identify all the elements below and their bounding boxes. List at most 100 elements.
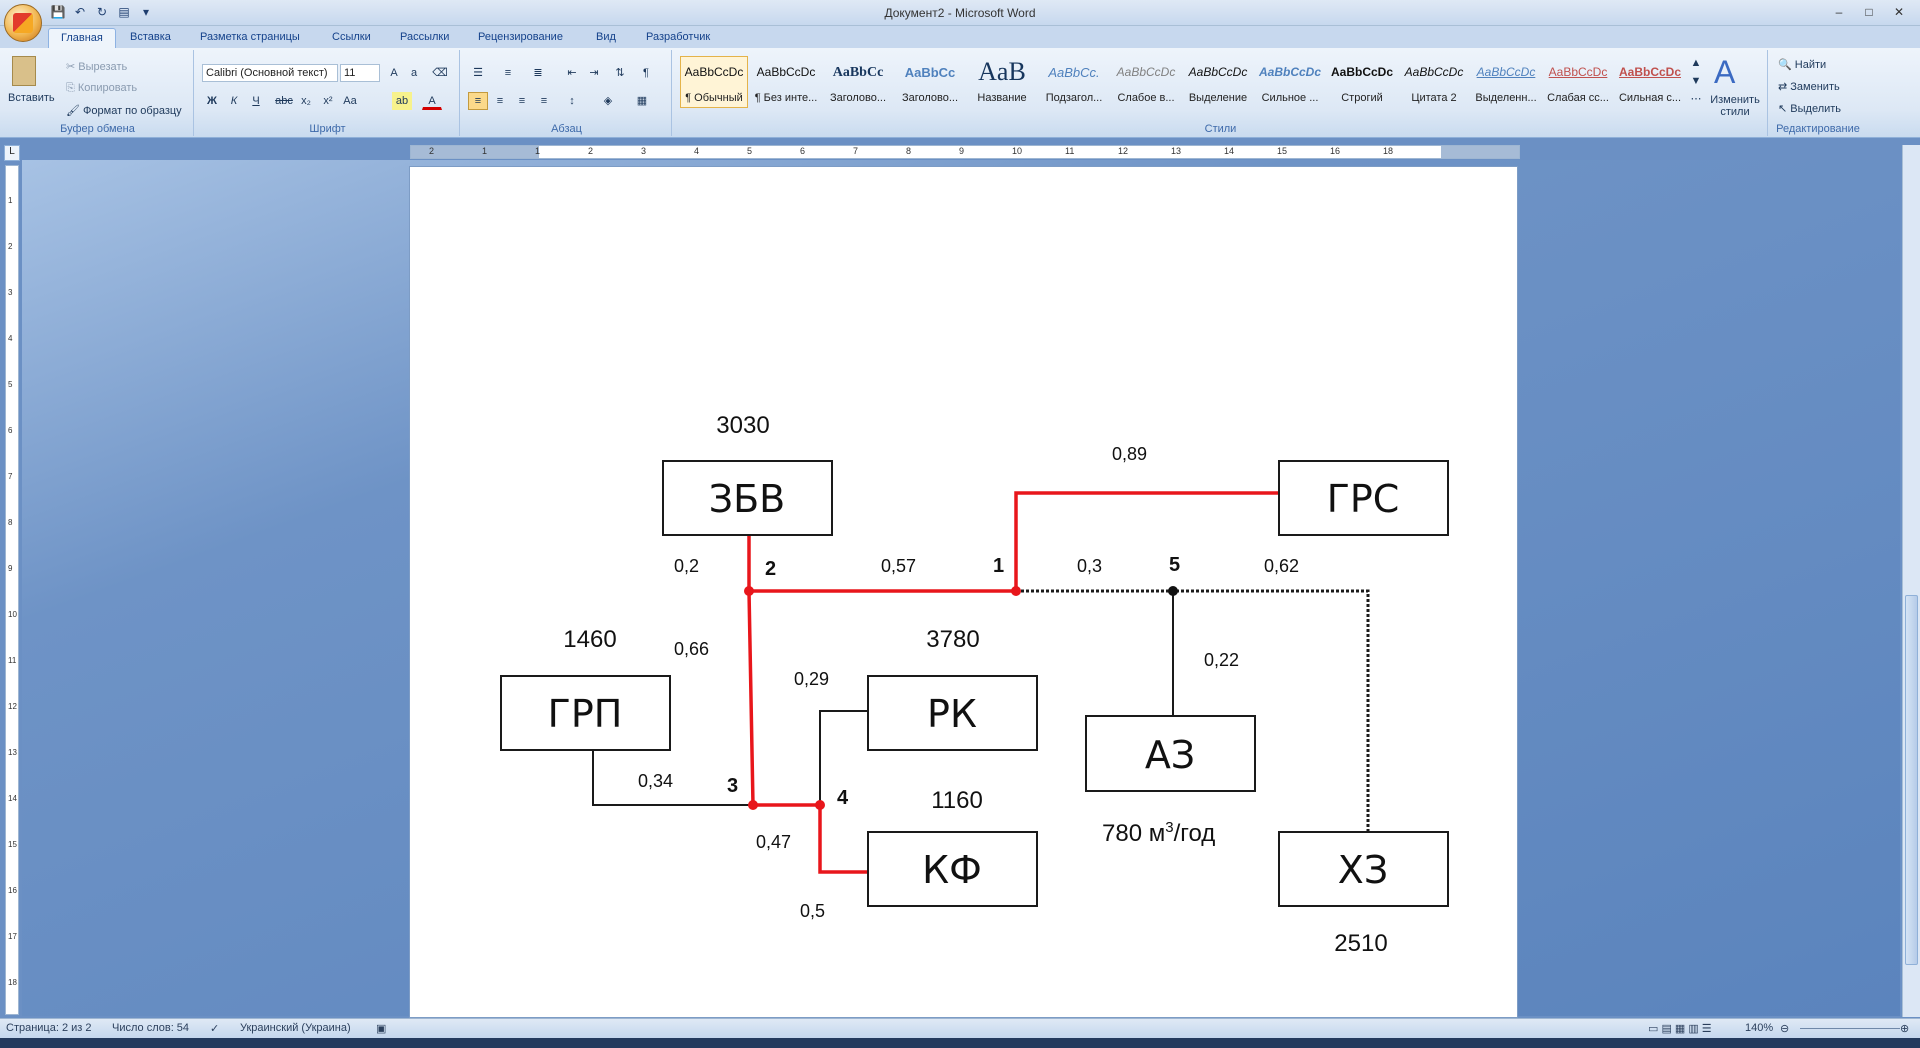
style-tile[interactable]: AaBbCc.Подзагол... — [1040, 56, 1108, 108]
print-preview-icon[interactable]: ▤ — [118, 5, 130, 19]
zoom-slider[interactable] — [1800, 1028, 1900, 1029]
spellcheck-icon[interactable]: ✓ — [210, 1023, 220, 1035]
status-words[interactable]: Число слов: 54 — [112, 1022, 190, 1034]
bold-icon[interactable]: Ж — [207, 95, 217, 107]
format-painter-button[interactable]: 🖌 Формат по образцу — [66, 105, 182, 117]
align-left-icon[interactable]: ≡ — [468, 92, 488, 110]
styles-more-icon[interactable]: ⋯ — [1690, 93, 1702, 105]
grow-font-icon[interactable]: A — [390, 67, 398, 79]
node-grp-box[interactable] — [500, 675, 671, 751]
style-tile[interactable]: AaBbCcDc¶ Обычный — [680, 56, 748, 108]
scrollbar-thumb[interactable] — [1905, 595, 1918, 965]
tab-insert[interactable]: Вставка — [130, 31, 171, 43]
node-hz-box[interactable] — [1278, 831, 1449, 907]
node-az-box[interactable] — [1085, 715, 1256, 792]
tab-mailings[interactable]: Рассылки — [400, 31, 450, 43]
view-buttons[interactable]: ▭ ▤ ▦ ▥ ☰ — [1648, 1023, 1712, 1035]
strikethrough-icon[interactable]: abc — [275, 95, 293, 107]
demand-az-sup: 3 — [1165, 819, 1173, 836]
zoom-out-icon[interactable]: ⊖ — [1780, 1023, 1790, 1035]
maximize-button[interactable]: □ — [1865, 5, 1873, 19]
font-color-icon[interactable]: A — [422, 92, 442, 110]
node-zbv-box[interactable] — [662, 460, 833, 536]
borders-icon[interactable]: ▦ — [636, 95, 648, 107]
tab-page-layout[interactable]: Разметка страницы — [200, 31, 300, 43]
tab-home[interactable]: Главная — [48, 28, 116, 48]
close-button[interactable]: ✕ — [1893, 5, 1905, 19]
tab-review[interactable]: Рецензирование — [478, 31, 563, 43]
change-styles-icon[interactable]: A — [1714, 54, 1736, 90]
style-sample: AaBbCc. — [1048, 65, 1100, 80]
status-language[interactable]: Украинский (Украина) — [240, 1022, 351, 1034]
save-icon[interactable]: 💾 — [50, 5, 66, 19]
align-right-icon[interactable]: ≡ — [518, 95, 526, 107]
change-styles-button[interactable]: Изменить стили — [1710, 94, 1760, 118]
italic-icon[interactable]: К — [230, 95, 238, 107]
bullets-icon[interactable]: ☰ — [473, 67, 483, 79]
ruler-tick-label: 5 — [747, 146, 753, 156]
tab-view[interactable]: Вид — [596, 31, 616, 43]
change-case-icon[interactable]: Aa — [343, 95, 357, 107]
paste-icon[interactable] — [12, 56, 36, 86]
shrink-font-icon[interactable]: a — [410, 67, 418, 79]
redo-icon[interactable]: ↻ — [96, 5, 108, 19]
node-grs-box[interactable] — [1278, 460, 1449, 536]
clear-format-icon[interactable]: ⌫ — [432, 67, 448, 79]
superscript-icon[interactable]: x² — [323, 95, 333, 107]
tab-developer[interactable]: Разработчик — [646, 31, 711, 43]
macro-record-icon[interactable]: ▣ — [376, 1023, 387, 1035]
office-button[interactable] — [4, 4, 42, 42]
tab-selector-icon[interactable]: L — [4, 145, 20, 161]
justify-icon[interactable]: ≡ — [540, 95, 548, 107]
paste-button[interactable]: Вставить — [8, 92, 55, 104]
node-rk-box[interactable] — [867, 675, 1038, 751]
show-marks-icon[interactable]: ¶ — [643, 67, 649, 79]
status-page[interactable]: Страница: 2 из 2 — [6, 1022, 92, 1034]
replace-button[interactable]: ⇄ Заменить — [1778, 81, 1840, 93]
select-button[interactable]: ↖ Выделить — [1778, 103, 1842, 115]
sort-icon[interactable]: ⇅ — [615, 67, 625, 79]
cut-button[interactable]: ✂ Вырезать — [66, 61, 128, 73]
copy-button[interactable]: ⎘ Копировать — [66, 82, 138, 94]
styles-scroll-up-icon[interactable]: ▲ — [1690, 57, 1702, 69]
styles-scroll-down-icon[interactable]: ▼ — [1690, 75, 1702, 87]
style-tile[interactable]: AaBbCcDc¶ Без инте... — [752, 56, 820, 108]
undo-icon[interactable]: ↶ — [74, 5, 86, 19]
highlight-icon[interactable]: ab — [392, 92, 412, 110]
customize-qat-icon[interactable]: ▾ — [142, 5, 150, 19]
minimize-button[interactable]: – — [1835, 5, 1843, 19]
font-size-combo[interactable]: 11 — [340, 64, 380, 82]
subscript-icon[interactable]: x₂ — [301, 95, 311, 107]
line-spacing-icon[interactable]: ↕ — [569, 95, 575, 107]
zoom-in-icon[interactable]: ⊕ — [1900, 1023, 1910, 1035]
ruler-tick-label: 4 — [8, 334, 13, 343]
find-button[interactable]: 🔍 Найти — [1778, 59, 1827, 71]
decrease-indent-icon[interactable]: ⇤ — [567, 67, 577, 79]
align-center-icon[interactable]: ≡ — [496, 95, 504, 107]
point-3-label: 3 — [727, 775, 738, 797]
vertical-scrollbar[interactable] — [1902, 145, 1920, 1017]
increase-indent-icon[interactable]: ⇥ — [589, 67, 599, 79]
multilevel-list-icon[interactable]: ≣ — [533, 67, 543, 79]
status-zoom[interactable]: 140% — [1745, 1022, 1774, 1034]
node-kf-box[interactable] — [867, 831, 1038, 907]
underline-icon[interactable]: Ч — [252, 95, 260, 107]
style-name: Название — [977, 92, 1027, 104]
tab-references[interactable]: Ссылки — [332, 31, 371, 43]
shading-icon[interactable]: ◈ — [603, 95, 613, 107]
numbering-icon[interactable]: ≡ — [504, 67, 512, 79]
font-name-combo[interactable]: Calibri (Основной текст) — [202, 64, 338, 82]
